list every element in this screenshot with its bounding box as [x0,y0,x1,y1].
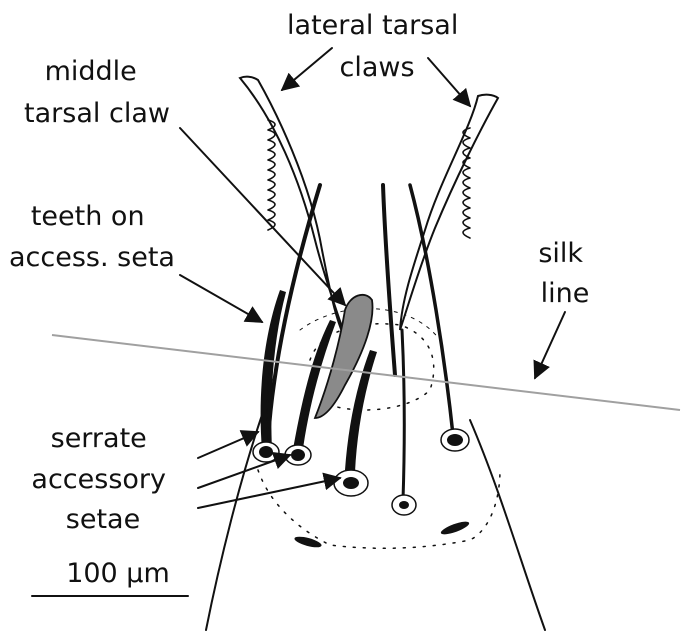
scale-bar: 100 µm [32,558,188,596]
pointer-arrows [180,48,565,508]
label-teeth: teeth on access. seta [9,201,175,273]
scale-bar-label: 100 µm [66,558,170,589]
label-middle-claw: middle tarsal claw [24,56,170,129]
label-silk-line: silk line [538,238,591,309]
silk-line [52,335,680,410]
tarsus-outline [206,309,545,630]
right-lateral-claw [400,95,498,330]
label-serrate-setae: serrate accessory setae [31,423,174,535]
